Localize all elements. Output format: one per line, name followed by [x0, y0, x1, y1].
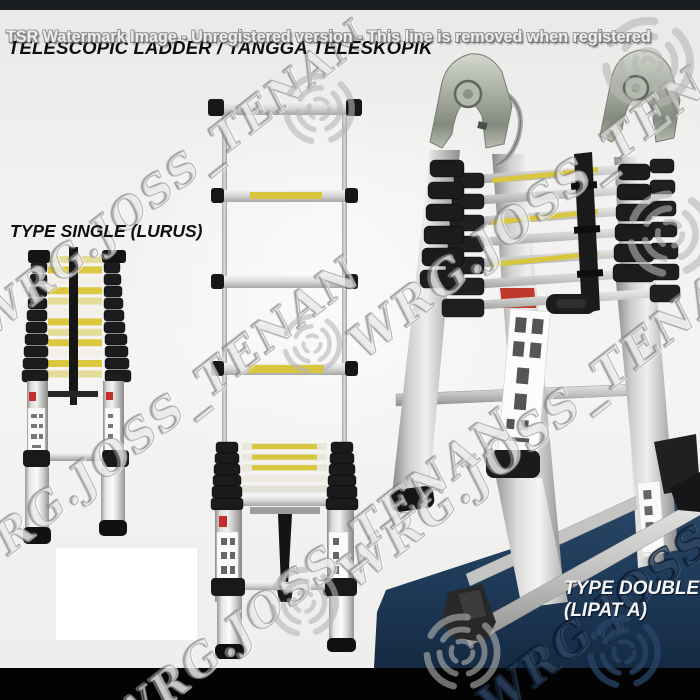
- type-single-label: TYPE SINGLE (LURUS): [10, 221, 203, 241]
- product-title: TELESCOPIC LADDER / TANGGA TELESKOPIK: [8, 37, 433, 58]
- type-double-label-line2: (LIPAT A): [564, 599, 648, 621]
- tsr-watermark-line: TSR Watermark Image - Unregistered versi…: [6, 27, 651, 46]
- extended-ladder-image: [208, 99, 362, 659]
- single-ladder-image: [21, 247, 132, 544]
- top-bar: [0, 0, 700, 10]
- double-ladder-image: [389, 49, 700, 647]
- bottom-bar: [0, 668, 700, 700]
- type-double-label-line1: TYPE DOUBLE: [564, 578, 700, 599]
- white-patch: [56, 548, 197, 640]
- type-double-label: TYPE DOUBLE (LIPAT A): [564, 578, 699, 622]
